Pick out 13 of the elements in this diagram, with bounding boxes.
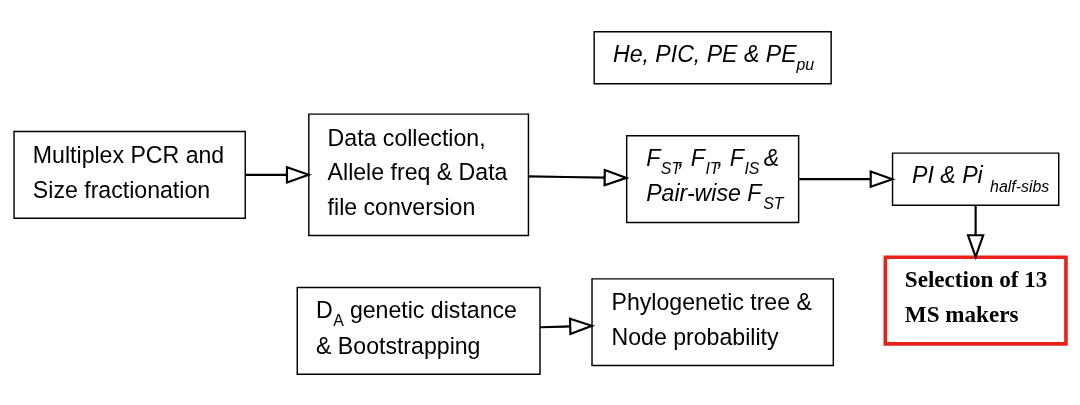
arrow <box>540 316 596 336</box>
node-box: He, PIC, PE & PE$_{pu}$ <box>593 30 832 84</box>
node-box: Data collection, Allele freq & Data file conversion <box>308 112 530 236</box>
node-box: Phylogenetic tree & Node probability <box>591 277 835 366</box>
node-box: Selection of 13 MS makers <box>883 254 1068 346</box>
node-box: F$_{ST}$, F$_{IT}$, F$_{IS}$ & Pair-wise F$_{ST}$ <box>625 134 800 223</box>
node-box: D$_{A}$ genetic distance & Bootstrapping <box>296 286 541 375</box>
arrow <box>966 204 985 260</box>
arrow <box>245 165 312 184</box>
node-box: Multiplex PCR and Size fractionation <box>13 130 246 219</box>
arrow <box>799 169 896 188</box>
arrow <box>528 167 630 187</box>
node-box: PI & Pi $_{half-sibs}$ <box>891 151 1060 206</box>
